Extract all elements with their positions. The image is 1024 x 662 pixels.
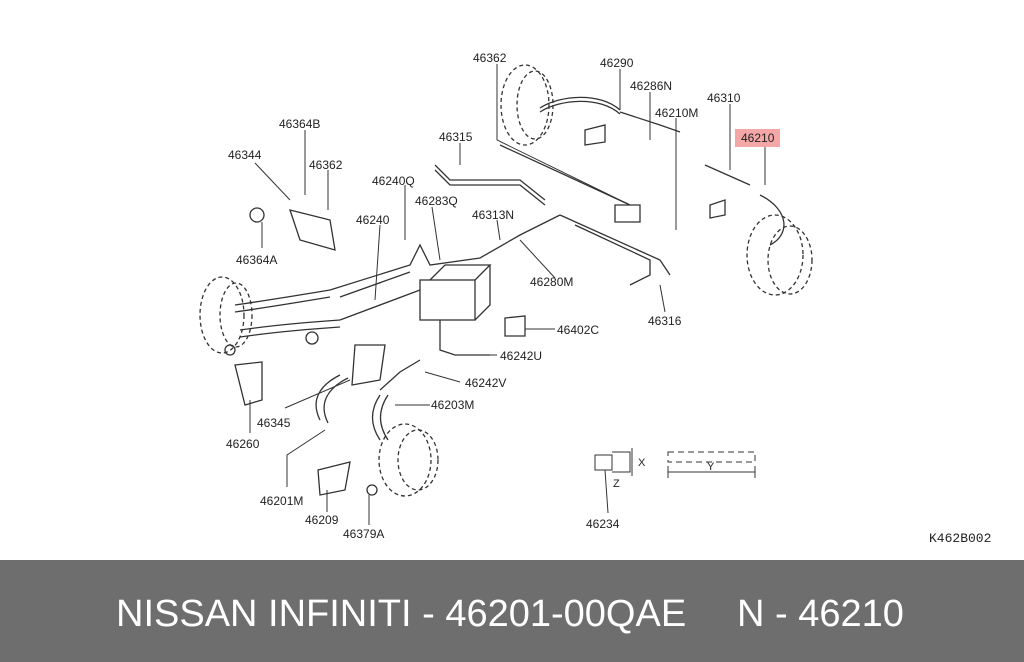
- label-46210-highlighted: 46210: [735, 129, 781, 147]
- part-number-banner: NISSAN INFINITI - 46201-00QAE N - 46210: [0, 560, 1024, 662]
- brake-line-drawing: [199, 64, 813, 525]
- parts-diagram: 46362 46290 46286N 46310 46210M 46210 46…: [199, 51, 992, 546]
- oem-part-number: NISSAN INFINITI - 46201-00QAE: [116, 593, 687, 635]
- label-46310: 46310: [707, 91, 741, 105]
- label-46260: 46260: [226, 437, 260, 451]
- label-46362-left: 46362: [309, 158, 343, 172]
- label-46315: 46315: [439, 130, 473, 144]
- label-46209: 46209: [305, 513, 339, 527]
- label-46379A: 46379A: [343, 527, 385, 541]
- label-46362-top: 46362: [473, 51, 507, 65]
- label-46234: 46234: [586, 517, 620, 531]
- label-46240: 46240: [356, 213, 390, 227]
- label-46210M: 46210M: [655, 106, 699, 120]
- dimension-x-label: X: [638, 457, 646, 469]
- label-46402C: 46402C: [557, 323, 600, 337]
- alt-part-number: N - 46210: [737, 593, 904, 635]
- label-46242V: 46242V: [465, 376, 507, 390]
- label-46283Q: 46283Q: [415, 194, 458, 208]
- label-46290: 46290: [600, 56, 634, 70]
- label-46240Q: 46240Q: [372, 174, 415, 188]
- label-46364A: 46364A: [236, 253, 278, 267]
- label-46201M: 46201M: [260, 494, 304, 508]
- label-46286N: 46286N: [630, 79, 673, 93]
- diagram-reference-code: K462B002: [929, 531, 992, 546]
- label-46344: 46344: [228, 148, 262, 162]
- dimension-z-label: Z: [613, 478, 620, 490]
- label-46316: 46316: [648, 314, 682, 328]
- label-46313N: 46313N: [472, 208, 515, 222]
- label-46242U: 46242U: [500, 349, 543, 363]
- label-46203M: 46203M: [431, 398, 475, 412]
- label-46364B: 46364B: [279, 117, 321, 131]
- label-46280M: 46280M: [530, 275, 574, 289]
- dimension-y-label: Y: [707, 461, 715, 473]
- label-46345: 46345: [257, 416, 291, 430]
